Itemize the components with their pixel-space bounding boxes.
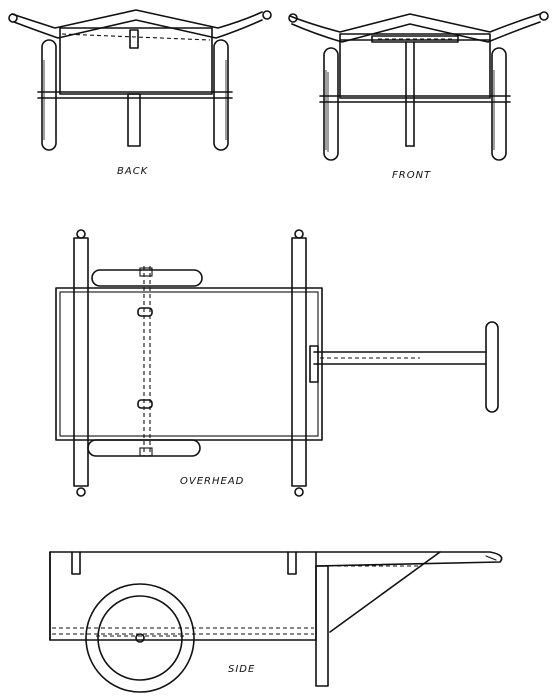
- front-view: FRONT: [288, 11, 549, 181]
- side-label: SIDE: [228, 664, 255, 675]
- front-label: FRONT: [392, 170, 431, 181]
- overhead-label: OVERHEAD: [180, 476, 244, 487]
- side-view: SIDE: [49, 551, 503, 693]
- overhead-view: OVERHEAD: [55, 229, 499, 497]
- back-label: BACK: [117, 166, 149, 177]
- back-view: BACK: [8, 9, 272, 177]
